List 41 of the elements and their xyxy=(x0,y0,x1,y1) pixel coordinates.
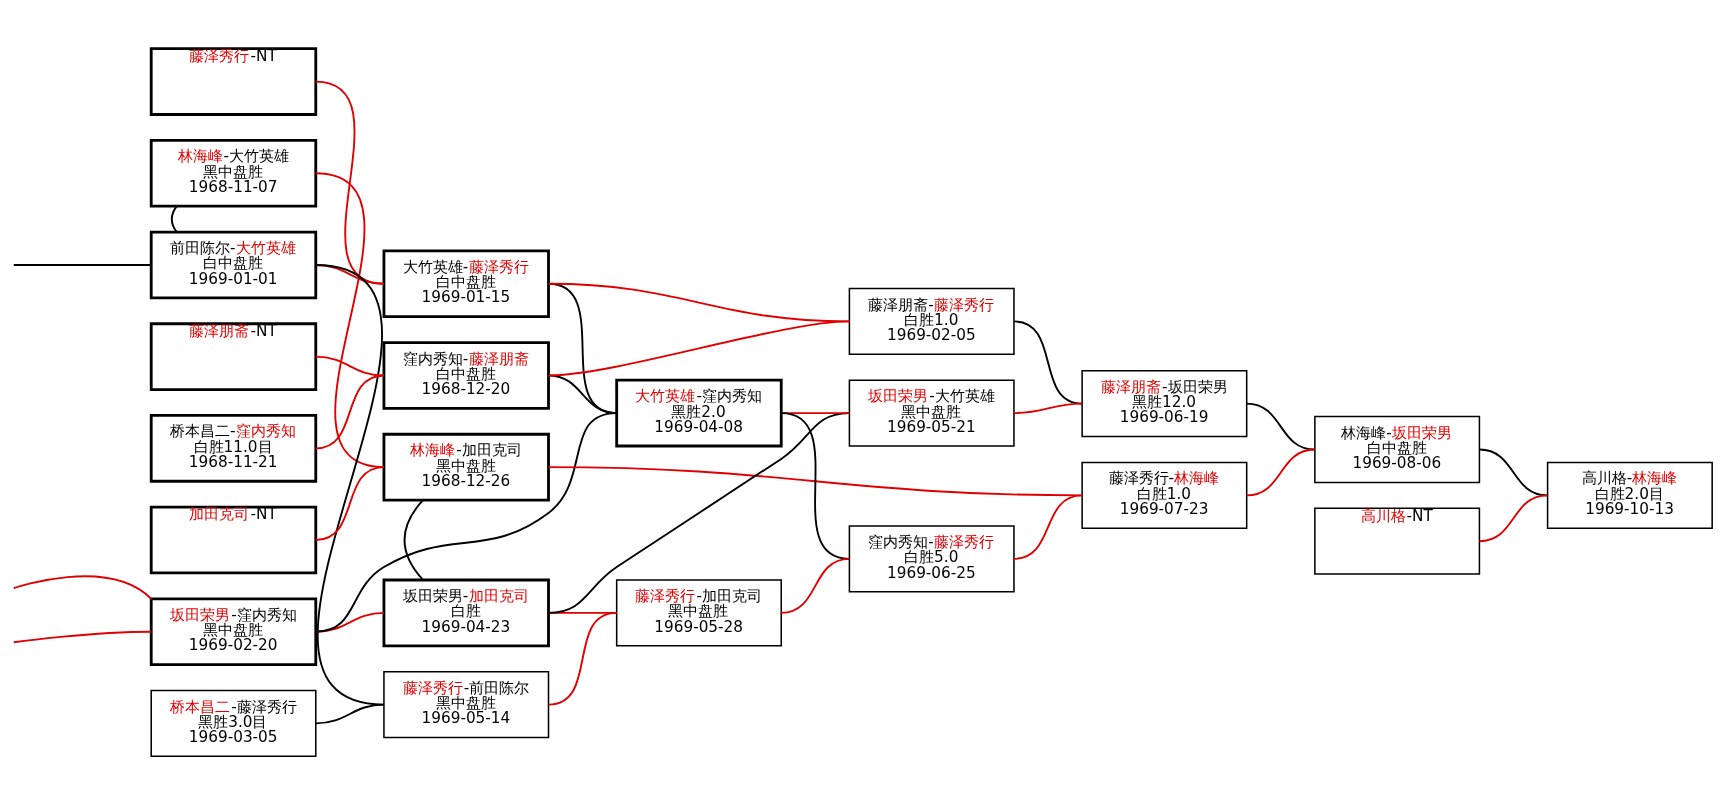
connector xyxy=(547,412,851,614)
node-box: 林海峰-大竹英雄 黑中盘胜 1968-11-07 xyxy=(149,138,318,208)
connector xyxy=(547,320,851,377)
node-box: 大竹英雄-窪内秀知 黑胜2.0 1969-04-08 xyxy=(615,378,783,448)
connector xyxy=(1013,402,1084,414)
connector xyxy=(1478,448,1549,497)
node-box: 桥本昌二-藤泽秀行 黑胜3.0目 1969-03-05 xyxy=(150,689,317,758)
node-box: 高川格-林海峰 白胜2.0目 1969-10-13 xyxy=(1546,461,1713,530)
connector xyxy=(780,557,851,614)
node-box: 藤泽秀行-前田陈尔 黑中盘胜 1969-05-14 xyxy=(383,670,550,739)
node-box: 大竹英雄-藤泽秀行 白中盘胜 1969-01-15 xyxy=(382,249,550,319)
connector xyxy=(547,611,618,706)
node-box: 高川格-NT xyxy=(1314,507,1481,575)
connector xyxy=(170,205,178,233)
node-box: 林海峰-坂田荣男 白中盘胜 1969-08-06 xyxy=(1314,415,1481,484)
node-box: 坂田荣男-加田克司 白胜 1969-04-23 xyxy=(382,578,550,648)
connector xyxy=(314,355,385,377)
node-box: 坂田荣男-窪内秀知 黑中盘胜 1969-02-20 xyxy=(149,597,318,667)
node-box: 窪内秀知-藤泽朋斋 白中盘胜 1968-12-20 xyxy=(382,341,550,410)
node-box: 窪内秀知-藤泽秀行 白胜5.0 1969-06-25 xyxy=(848,525,1015,593)
connector xyxy=(314,466,385,541)
connector xyxy=(547,466,1084,497)
connector xyxy=(1245,402,1316,451)
node-box: 藤泽朋斋-藤泽秀行 白胜1.0 1969-02-05 xyxy=(848,287,1015,356)
connector xyxy=(12,630,153,644)
connector xyxy=(1245,448,1316,497)
connector xyxy=(12,575,153,600)
connector xyxy=(314,374,385,450)
connector xyxy=(314,703,385,725)
connector xyxy=(1478,494,1549,543)
node-box: 藤泽朋斋-坂田荣男 黑胜12.0 1969-06-19 xyxy=(1081,370,1248,438)
node-box: 林海峰-加田克司 黑中盘胜 1968-12-26 xyxy=(382,432,550,502)
node-box: 桥本昌二-窪内秀知 白胜11.0目 1968-11-21 xyxy=(149,414,318,483)
connector xyxy=(1013,494,1084,560)
node-box: 藤泽秀行-加田克司 黑中盘胜 1969-05-28 xyxy=(615,579,782,647)
node-box: 藤泽秀行-林海峰 白胜1.0 1969-07-23 xyxy=(1081,461,1248,530)
connector xyxy=(403,499,424,581)
node-box: 坂田荣男-大竹英雄 黑中盘胜 1969-05-21 xyxy=(848,379,1015,447)
node-box: 前田陈尔-大竹英雄 白中盘胜 1969-01-01 xyxy=(149,230,318,300)
connector xyxy=(12,264,153,266)
connector xyxy=(780,412,851,560)
